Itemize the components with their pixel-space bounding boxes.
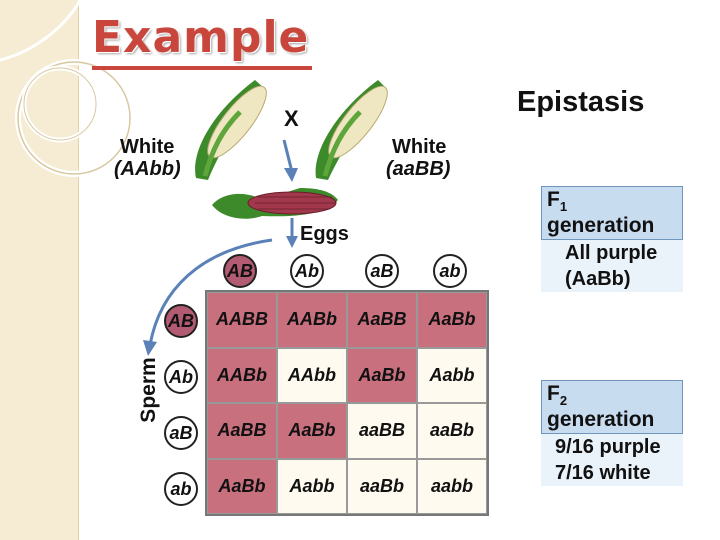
slide-title: Example [92, 12, 310, 63]
punnett-cell: AaBb [207, 458, 277, 514]
f1-generation-header: F1 generation [541, 186, 683, 241]
left-parent-color: White [120, 136, 175, 158]
f2-header-text: generation [547, 408, 655, 432]
cross-symbol: X [284, 106, 299, 131]
punnett-cell: AABB [207, 292, 277, 348]
f2-generation-header: F2 generation [541, 380, 683, 435]
punnett-cell: AAbb [277, 347, 347, 403]
sperm-gamete: Ab [164, 360, 198, 394]
sperm-gamete: AB [164, 304, 198, 338]
punnett-cell: Aabb [277, 458, 347, 514]
egg-gamete: AB [223, 254, 257, 288]
purple-corn-cob-icon [212, 188, 338, 219]
decorative-circles [0, 0, 133, 177]
right-parent-genotype: (aaBB) [386, 158, 451, 180]
f1-generation-box: F1 generation All purple (AaBb) [541, 186, 683, 293]
punnett-cell: aabb [417, 458, 487, 514]
punnett-cell: AaBB [347, 292, 417, 348]
egg-gamete: Ab [290, 254, 324, 288]
right-parent-color: White [392, 136, 447, 158]
curved-arrow-icon [148, 238, 273, 346]
punnett-cell: aaBb [347, 458, 417, 514]
white-corn-cob-left-icon [195, 80, 267, 180]
f2-generation-box: F2 generation 9/16 purple 7/16 white [541, 380, 683, 487]
eggs-label: Eggs [300, 223, 349, 245]
punnett-cell: AABb [207, 347, 277, 403]
white-corn-cob-right-icon [315, 80, 388, 180]
down-arrow-icon [282, 139, 294, 173]
f2-line1: 9/16 purple [555, 436, 661, 459]
punnett-cell: Aabb [417, 347, 487, 403]
left-parent-genotype: (AAbb) [114, 158, 181, 180]
punnett-cell: AaBb [417, 292, 487, 348]
egg-gamete: aB [365, 254, 399, 288]
epistasis-heading: Epistasis [517, 86, 645, 118]
title-underline [92, 66, 312, 70]
f1-line2: (AaBb) [565, 268, 631, 291]
punnett-cell: AaBB [207, 403, 277, 459]
punnett-cell: aaBB [347, 403, 417, 459]
punnett-cell: AABb [277, 292, 347, 348]
punnett-cell: AaBb [347, 347, 417, 403]
f1-header-text: generation [547, 214, 655, 238]
sperm-gamete: aB [164, 416, 198, 450]
decorative-sidebar [0, 0, 79, 540]
punnett-cell: aaBb [417, 403, 487, 459]
f1-line1: All purple [565, 242, 658, 265]
egg-gamete: ab [433, 254, 467, 288]
punnett-cell: AaBb [277, 403, 347, 459]
sperm-gamete: ab [164, 472, 198, 506]
f2-line2: 7/16 white [555, 462, 651, 485]
sperm-label: Sperm [137, 357, 160, 423]
